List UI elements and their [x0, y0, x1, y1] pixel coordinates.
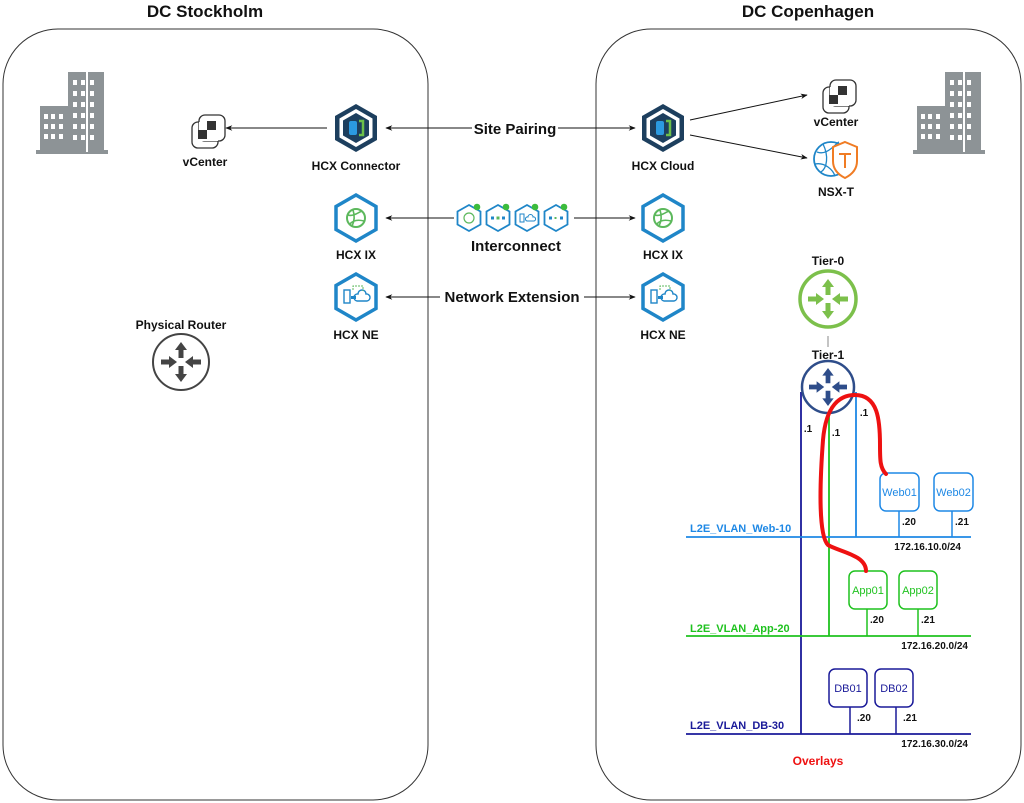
- vcenter-icon-copenhagen[interactable]: [822, 79, 857, 114]
- segment-db-name: L2E_VLAN_DB-30: [690, 720, 784, 732]
- vm-app01[interactable]: App01: [848, 570, 888, 610]
- mini-ne-icon: [514, 202, 540, 232]
- vm-app01-ip: .20: [870, 615, 884, 626]
- vcenter-icon-stockholm[interactable]: [191, 114, 226, 149]
- hcx-ix-label-stockholm: HCX IX: [336, 248, 376, 262]
- mini-wan-opt-icon: [485, 202, 511, 232]
- db-gateway-ip: .1: [804, 424, 813, 435]
- vm-web01-name: Web01: [882, 487, 917, 499]
- interconnect-label: Interconnect: [471, 238, 561, 255]
- segment-db: L2E_VLAN_DB-30 172.16.30.0/24 DB01 .20 D…: [686, 668, 971, 750]
- vm-app02[interactable]: App02: [898, 570, 938, 610]
- vm-web02[interactable]: Web02: [933, 472, 974, 512]
- vcenter-label-stockholm: vCenter: [183, 155, 228, 169]
- vm-db02-ip: .21: [903, 713, 917, 724]
- vm-web01-ip: .20: [902, 517, 916, 528]
- network-extension-label: Network Extension: [444, 289, 579, 306]
- interconnect-service-icons: [456, 202, 569, 232]
- vm-app01-name: App01: [852, 585, 884, 597]
- nsx-t-label: NSX-T: [818, 185, 855, 199]
- hcx-ne-icon-stockholm[interactable]: [334, 272, 378, 322]
- web-gateway-ip: .1: [860, 408, 869, 419]
- tier0-router-icon[interactable]: [798, 269, 858, 329]
- cloud-to-vcenter-line: [689, 93, 808, 121]
- vm-db01[interactable]: DB01: [828, 668, 868, 708]
- hcx-ne-label-stockholm: HCX NE: [333, 328, 378, 342]
- segment-app-name: L2E_VLAN_App-20: [690, 623, 790, 635]
- tier0-label: Tier-0: [812, 254, 845, 268]
- hcx-ix-icon-copenhagen[interactable]: [641, 193, 685, 243]
- segment-app: L2E_VLAN_App-20 172.16.20.0/24 App01 .20…: [686, 570, 971, 652]
- mini-sdwan-icon: [543, 202, 569, 232]
- vm-app02-ip: .21: [921, 615, 935, 626]
- segment-app-subnet: 172.16.20.0/24: [901, 641, 968, 652]
- vm-web02-ip: .21: [955, 517, 969, 528]
- cloud-to-nsxt-line: [689, 134, 808, 160]
- segment-web-subnet: 172.16.10.0/24: [894, 542, 961, 553]
- vm-db02-name: DB02: [880, 683, 908, 695]
- tier1-label: Tier-1: [812, 348, 845, 362]
- building-icon-stockholm: [36, 72, 108, 154]
- site-title-stockholm: DC Stockholm: [147, 2, 263, 21]
- hcx-connector-icon[interactable]: [333, 102, 379, 154]
- vcenter-label-copenhagen: vCenter: [814, 115, 859, 129]
- hcx-ix-label-copenhagen: HCX IX: [643, 248, 683, 262]
- overlay-path: [818, 392, 888, 573]
- physical-router-label: Physical Router: [136, 318, 227, 332]
- vm-db01-ip: .20: [857, 713, 871, 724]
- hcx-cloud-icon[interactable]: [640, 102, 686, 154]
- app-gateway-ip: .1: [832, 428, 841, 439]
- site-container-stockholm: [2, 28, 429, 801]
- vm-web02-name: Web02: [936, 487, 971, 499]
- vm-web01[interactable]: Web01: [879, 472, 920, 512]
- segment-db-subnet: 172.16.30.0/24: [901, 739, 968, 750]
- site-pairing-label: Site Pairing: [474, 121, 557, 138]
- tier1-router-icon[interactable]: [800, 359, 856, 415]
- physical-router-icon[interactable]: [152, 333, 210, 391]
- hcx-ne-label-copenhagen: HCX NE: [640, 328, 685, 342]
- overlays-label: Overlays: [793, 754, 844, 768]
- nsx-t-icon[interactable]: [813, 140, 858, 180]
- vm-app02-name: App02: [902, 585, 934, 597]
- mini-ix-icon: [456, 202, 482, 232]
- hcx-ix-icon-stockholm[interactable]: [334, 193, 378, 243]
- hcx-cloud-label: HCX Cloud: [632, 159, 695, 173]
- site-title-copenhagen: DC Copenhagen: [742, 2, 874, 21]
- vm-db02[interactable]: DB02: [874, 668, 914, 708]
- hcx-connector-label: HCX Connector: [312, 159, 401, 173]
- segment-web-name: L2E_VLAN_Web-10: [690, 523, 791, 535]
- hcx-ne-icon-copenhagen[interactable]: [641, 272, 685, 322]
- vm-db01-name: DB01: [834, 683, 862, 695]
- building-icon-copenhagen: [913, 72, 985, 154]
- segment-web: L2E_VLAN_Web-10 172.16.10.0/24 Web01 .20…: [686, 472, 974, 553]
- site-container-copenhagen: [595, 28, 1022, 801]
